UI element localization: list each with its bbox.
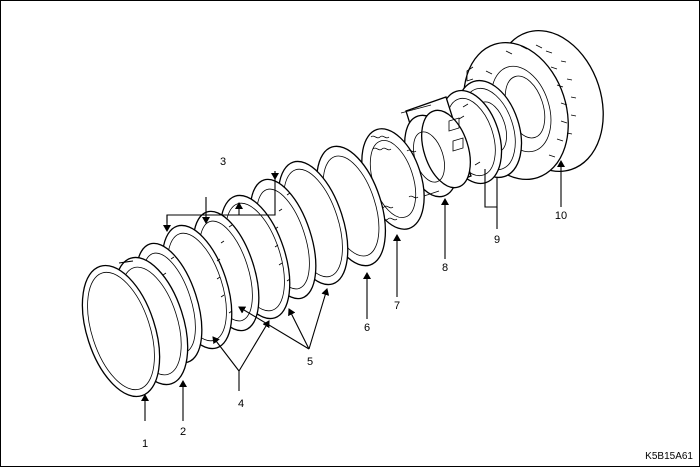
callout-4: 4	[238, 398, 244, 410]
leader-lines	[141, 160, 565, 421]
figure-code: K5B15A61	[645, 451, 693, 462]
callout-5: 5	[307, 356, 313, 368]
callout-3: 3	[220, 156, 226, 168]
callout-9: 9	[494, 234, 500, 246]
callout-6: 6	[364, 322, 370, 334]
callout-10: 10	[555, 210, 567, 222]
callout-1: 1	[142, 438, 148, 450]
piston-hub	[400, 96, 472, 202]
callout-7: 7	[394, 300, 400, 312]
callout-2: 2	[180, 426, 186, 438]
callout-8: 8	[442, 262, 448, 274]
